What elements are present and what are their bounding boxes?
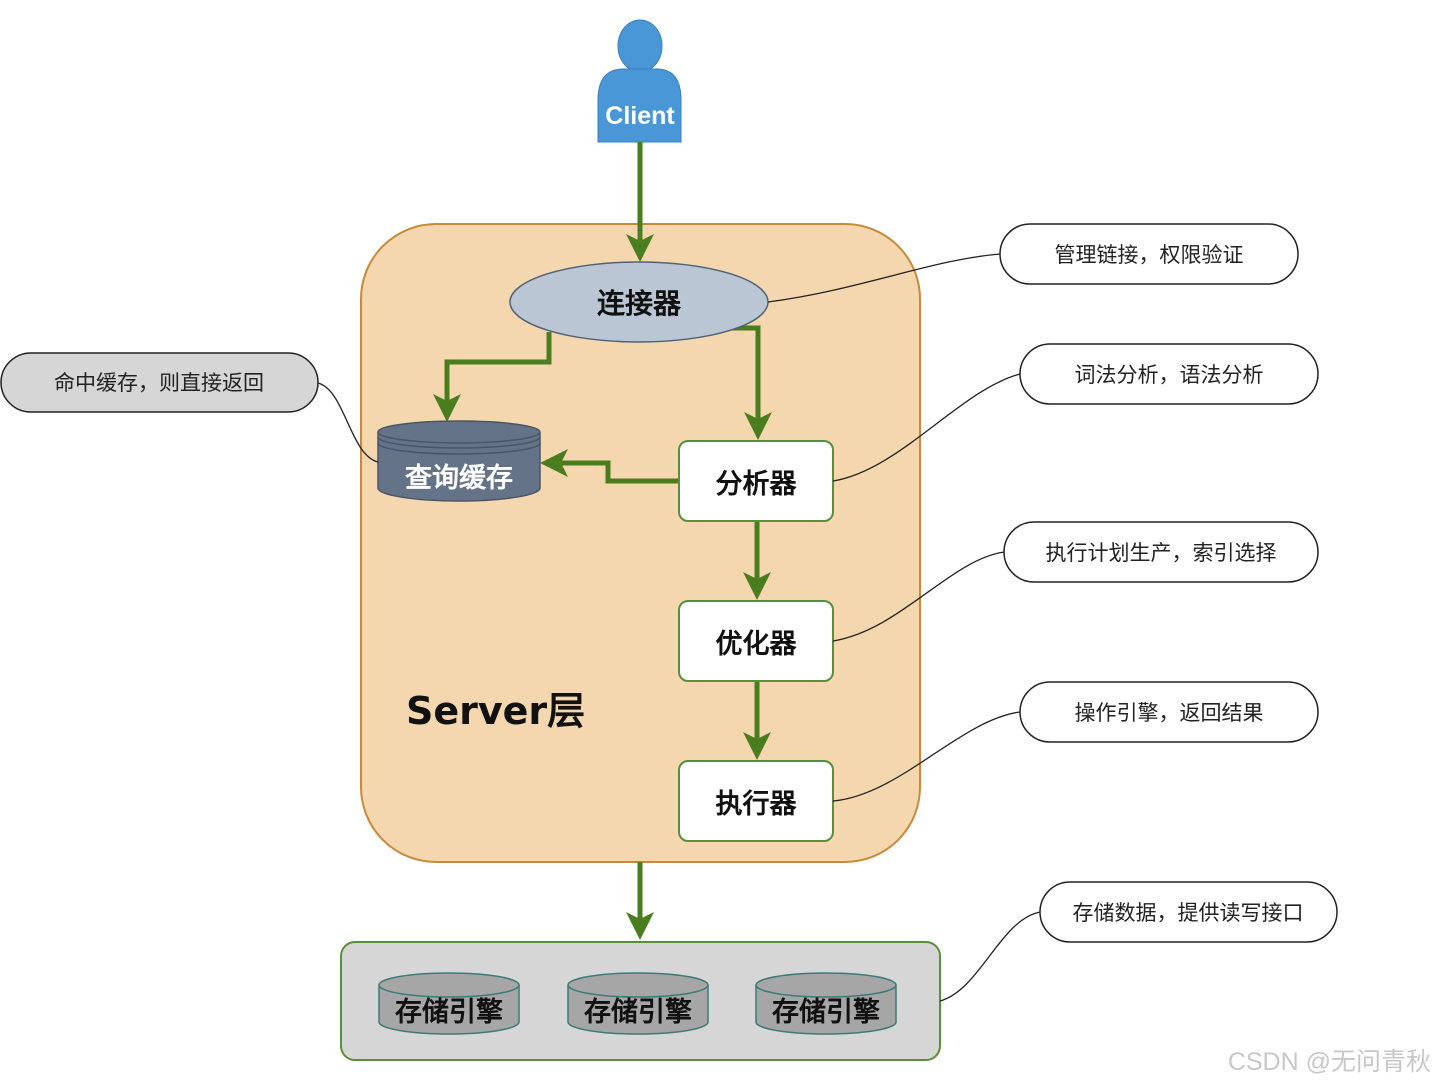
arrowhead-cache-side — [540, 449, 568, 477]
arrowhead-connector — [626, 234, 654, 262]
note-query-cache: 命中缓存，则直接返回 — [0, 352, 319, 413]
arrow-connector-analyzer — [730, 325, 761, 428]
optimizer-node[interactable]: 优化器 — [678, 600, 834, 682]
note-connector-text: 管理链接，权限验证 — [1055, 243, 1244, 267]
storage-engine-label: 存储引擎 — [395, 996, 503, 1028]
server-layer-label: Server层 — [406, 689, 585, 733]
note-storage-text: 存储数据，提供读写接口 — [1073, 901, 1304, 925]
note-executor: 操作引擎，返回结果 — [1019, 681, 1319, 743]
executor-node[interactable]: 执行器 — [678, 760, 834, 842]
note-line-analyzer — [832, 373, 1021, 482]
flow-arrows — [444, 142, 761, 928]
arrowhead-analyzer — [744, 412, 772, 440]
storage-engine-1[interactable]: 存储引擎 — [378, 972, 520, 1035]
arrowhead-executor — [743, 732, 771, 760]
note-connectors — [317, 253, 1041, 1002]
connector-label: 连接器 — [597, 287, 682, 320]
arrowhead-optimizer — [743, 572, 771, 600]
watermark: CSDN @无问青秋 — [1227, 1048, 1431, 1076]
executor-label: 执行器 — [716, 788, 798, 820]
arrowhead-storage — [626, 912, 654, 940]
storage-engine-3[interactable]: 存储引擎 — [755, 972, 897, 1035]
note-analyzer-text: 词法分析，语法分析 — [1075, 363, 1264, 387]
client-user-icon[interactable]: Client — [597, 19, 682, 143]
arrow-analyzer-cache — [560, 460, 679, 484]
note-query-cache-text: 命中缓存，则直接返回 — [54, 371, 264, 395]
note-connector: 管理链接，权限验证 — [999, 223, 1299, 285]
note-analyzer: 词法分析，语法分析 — [1019, 343, 1319, 405]
note-optimizer-text: 执行计划生产，索引选择 — [1046, 541, 1277, 565]
note-executor-text: 操作引擎，返回结果 — [1075, 701, 1264, 725]
note-optimizer: 执行计划生产，索引选择 — [1003, 521, 1319, 583]
optimizer-label: 优化器 — [716, 629, 798, 660]
analyzer-label: 分析器 — [716, 469, 798, 500]
arrow-heads — [433, 234, 772, 940]
storage-engine-label: 存储引擎 — [772, 996, 880, 1028]
analyzer-node[interactable]: 分析器 — [678, 440, 834, 522]
query-cache-node[interactable]: 查询缓存 — [377, 420, 541, 502]
note-line-optimizer — [832, 551, 1005, 642]
query-cache-label: 查询缓存 — [405, 463, 513, 494]
note-line-storage — [939, 911, 1041, 1002]
client-label: Client — [605, 102, 675, 130]
arrowhead-cache-top — [433, 394, 461, 422]
note-storage: 存储数据，提供读写接口 — [1039, 881, 1338, 943]
storage-engine-label: 存储引擎 — [584, 996, 692, 1028]
storage-engine-2[interactable]: 存储引擎 — [567, 972, 709, 1035]
arrow-connector-cache — [444, 332, 552, 410]
connector-node[interactable]: 连接器 — [509, 261, 769, 343]
note-line-executor — [832, 711, 1021, 802]
note-line-cache — [317, 382, 379, 463]
note-line-connector — [767, 253, 1001, 303]
